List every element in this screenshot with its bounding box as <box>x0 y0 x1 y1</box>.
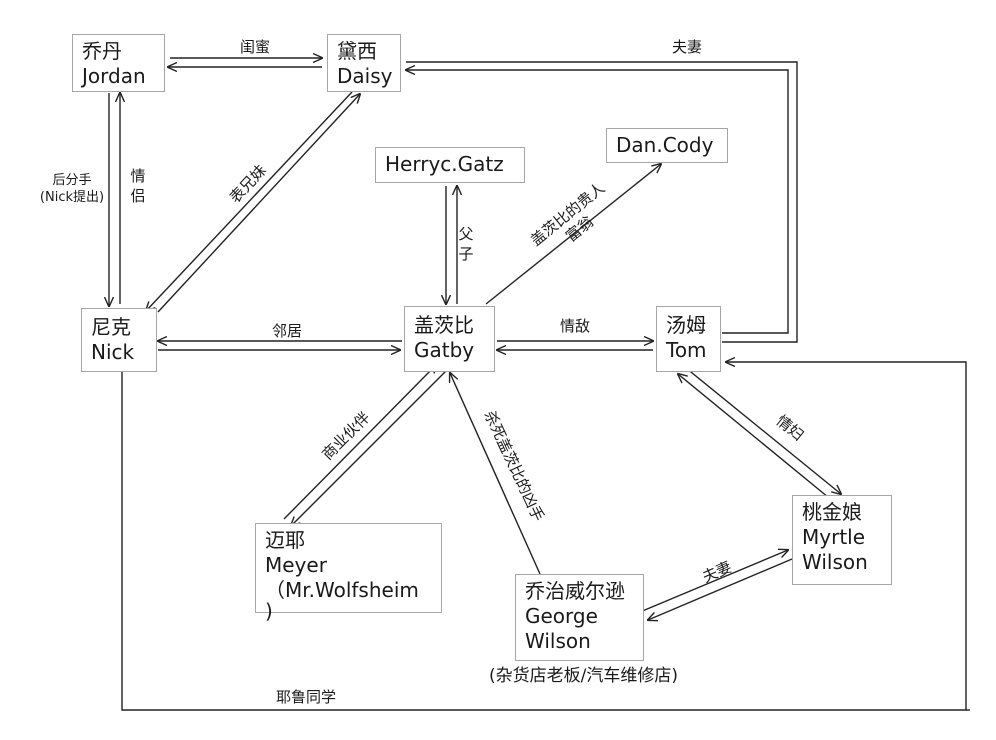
node-tom-zh: 汤姆 <box>666 313 706 337</box>
node-daisy-zh: 黛西 <box>337 39 377 63</box>
edge-nick-to-daisy <box>157 94 360 313</box>
node-nick-zh: 尼克 <box>91 315 131 339</box>
edge-gatby-to-dancody <box>485 164 661 305</box>
node-herry-en: Herryc.Gatz <box>385 152 504 176</box>
node-myrtle-en2: Wilson <box>802 550 868 574</box>
node-george-note: (杂货店老板/汽车维修店) <box>489 666 678 686</box>
node-dancody-en: Dan.Cody <box>616 133 714 157</box>
edge-label-lovers: 情侣 <box>130 167 146 205</box>
node-myrtle-en: Myrtle <box>802 525 866 549</box>
edge-myrtle-to-george <box>648 558 793 620</box>
node-meyer-en: Meyer <box>265 553 327 577</box>
edge-tom-to-myrtle <box>685 367 841 494</box>
node-gatby-zh: 盖茨比 <box>414 313 474 337</box>
node-dancody: Dan.Cody <box>606 128 728 163</box>
node-jordan-zh: 乔丹 <box>82 39 122 63</box>
edge-label-daisy-tom: 夫妻 <box>672 38 703 56</box>
node-george-zh: 乔治威尔逊 <box>525 579 625 603</box>
node-herry: Herryc.Gatz <box>375 147 525 183</box>
edge-label-rivals: 情敌 <box>560 317 591 335</box>
edge-label-breakup-note: (Nick提出) <box>39 190 105 205</box>
node-daisy-en: Daisy <box>337 64 393 88</box>
node-meyer-extra: （Mr.Wolfsheim <box>265 578 419 602</box>
edge-label-breakup: 后分手 (Nick提出) <box>34 172 110 206</box>
edge-gatby-to-meyer <box>291 370 447 526</box>
edge-tom-to-daisy <box>406 70 789 334</box>
node-jordan-en: Jordan <box>82 64 146 88</box>
edge-meyer-to-gatby <box>283 364 437 520</box>
node-nick-en: Nick <box>91 340 135 364</box>
node-george: 乔治威尔逊 George Wilson <box>515 574 644 661</box>
edge-george-to-gatby <box>450 373 541 575</box>
edge-label-father-son: 父子 <box>458 225 474 263</box>
node-george-en2: Wilson <box>525 629 591 653</box>
edge-label-breakup-main: 后分手 <box>52 173 92 188</box>
node-meyer-extra2: ) <box>265 599 273 623</box>
node-nick: 尼克 Nick <box>81 308 157 372</box>
edge-label-jordan-daisy: 闺蜜 <box>240 38 271 56</box>
node-meyer-zh: 迈耶 <box>265 528 305 552</box>
node-jordan: 乔丹 Jordan <box>72 34 165 92</box>
node-gatby-en: Gatby <box>414 338 475 362</box>
edge-daisy-tom-outer <box>406 61 798 343</box>
node-myrtle: 桃金娘 Myrtle Wilson <box>792 495 892 585</box>
node-tom: 汤姆 Tom <box>656 306 721 372</box>
node-george-en: George <box>525 604 598 628</box>
node-myrtle-zh: 桃金娘 <box>802 500 862 524</box>
edge-label-yale: 耶鲁同学 <box>276 688 337 706</box>
edge-label-neighbors: 邻居 <box>272 322 303 340</box>
edge-george-to-myrtle <box>639 550 788 613</box>
node-tom-en: Tom <box>666 338 707 362</box>
node-gatby: 盖茨比 Gatby <box>404 306 495 372</box>
edge-myrtle-to-tom <box>678 374 835 503</box>
node-daisy: 黛西 Daisy <box>327 34 401 92</box>
node-meyer: 迈耶 Meyer （Mr.Wolfsheim ) <box>255 523 442 623</box>
edge-daisy-to-nick <box>146 91 353 311</box>
